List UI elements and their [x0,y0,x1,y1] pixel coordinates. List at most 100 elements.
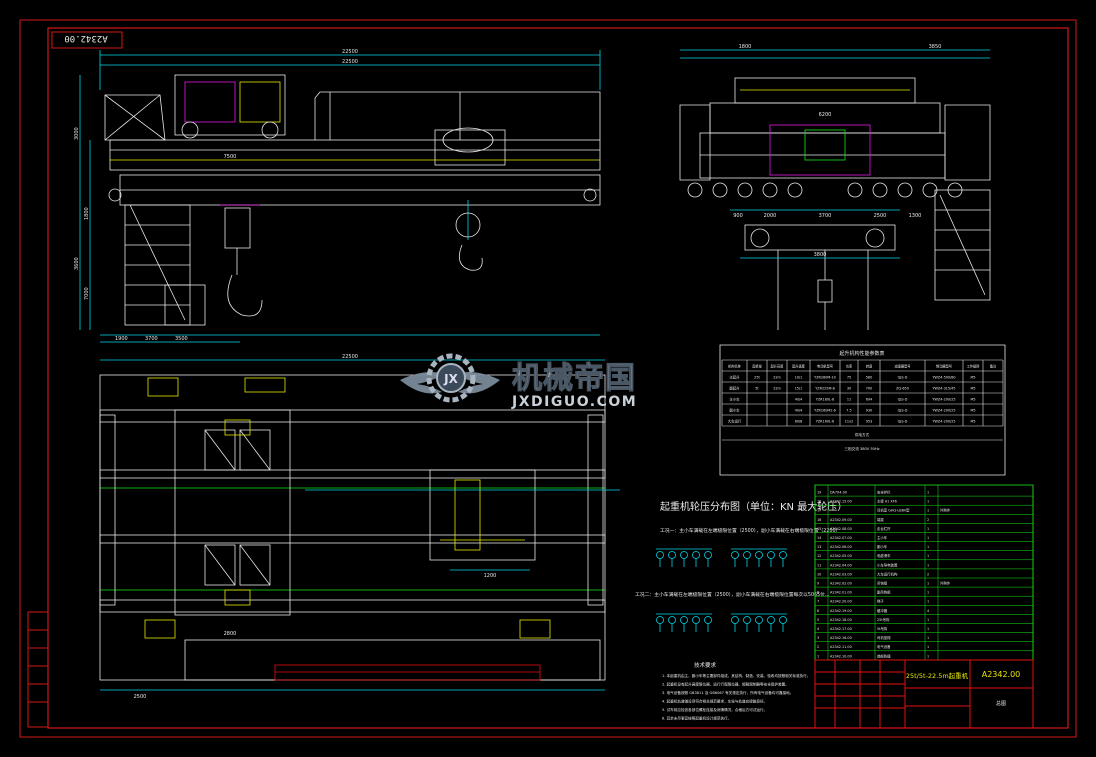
wheel-load-marker [704,551,712,567]
params-cell: 80/8 [795,420,803,424]
parts-cell: 副小车 [877,544,888,549]
params-cell: QJS-D [898,420,908,424]
dim-plan-w3: 2800 [224,631,237,637]
params-cell: 22m [773,376,781,380]
tech-notes: 技术要求 1. 本起重机由主、副小车等主要部件组成，其结构、制造、安装、验收均按… [662,661,810,721]
params-footer-value: 三相交流 380V 50Hz [844,446,879,451]
wheel-load-marker [767,616,775,632]
svg-text:JX: JX [443,372,458,386]
params-table: 起升机构性能参数表 机构名称起重量起升高度起升速度电动机型号功率转速减速器型号制… [719,344,1006,476]
parts-cell: 2 [817,645,819,649]
parts-cell: 4 [817,627,819,631]
params-cell: 副起升 [729,386,740,391]
parts-cell: A2342.04.00 [830,563,852,567]
params-footer-label: 供电方式 [855,432,870,437]
dim-front-b3: 3500 [175,336,188,342]
parts-cell: 1 [927,618,929,622]
tech-note-line: 3. 电气设备按照 GB3811 及 GB6067 有关规定执行，所有电气设备均… [662,690,793,695]
parts-cell: 主梁 A1 XF6 [877,499,897,504]
wheel-load-marker [656,616,664,632]
wheel-load-marker [743,616,751,632]
params-cell: 副小车 [729,408,740,413]
dim-plan-w1: 2500 [134,694,147,700]
parts-cell: 1 [927,627,929,631]
tech-note-line: 5. 试车前应检查各部位螺栓连接及润滑情况，合格后方可试运行。 [662,707,767,712]
parts-cell: 12 [817,554,821,558]
wheel-load-marker [731,551,739,567]
dim-hook-width: 3800 [814,252,827,258]
params-cell: QJS-D [898,376,908,380]
parts-cell: A2342.05.00 [830,554,852,558]
parts-cell: 司机室 GHQ-LBBV型 [877,508,910,513]
wheel-markers-case-one [656,548,787,567]
params-cell: 22m [773,387,781,391]
parts-cell: A2342.01.00 [830,591,852,595]
parts-cell: 17 [817,509,821,513]
params-cell: ZQ-650 [896,387,909,391]
parts-cell: A2342.10.00 [830,654,852,658]
wheel-load-marker [704,616,712,632]
parts-cell: 4 [927,609,929,613]
params-header-cell: 起升速度 [792,364,806,369]
wheel-load-title: 起重机轮压分布图（单位：KN 最大轮压） [660,500,847,513]
parts-cell: 7 [817,600,819,604]
params-cell: 580 [866,376,872,380]
parts-cell: 1 [927,654,929,658]
parts-cell: 6 [817,609,819,613]
params-cell: YWZ4-200/25 [932,409,955,413]
params-header-cell: 起重量 [752,364,762,369]
parts-cell: 1 [927,491,929,495]
params-header-cell: 减速器型号 [895,364,911,369]
params-cell: YWZ4-200/25 [932,420,955,424]
parts-cell: 3 [817,636,819,640]
dim-side-mid: 6200 [819,112,832,118]
dim-side-b5: 1300 [909,213,922,219]
params-cell: 930 [866,409,872,413]
plan-view [99,359,620,691]
params-cell: YZR180L-8 [816,398,834,402]
params-cell: YZR160M2-6 [814,409,836,413]
parts-cell: A2342.02.00 [830,582,852,586]
params-cell: 25t [754,376,760,380]
wheel-markers-case-two [656,613,787,632]
wheel-load-marker [656,551,664,567]
params-cell: M5 [970,387,975,391]
params-cell: 15/1 [795,387,803,391]
title-block: 25t/5t-22.5m起重机 A2342.00 总图 [814,659,1034,729]
params-cell: YWZ4-315/45 [932,387,955,391]
side-elevation-view [679,49,991,330]
jxdiguo-watermark-logo: JX 机械帝国 JXDIGUO.COM [400,353,636,410]
params-cell: 主起升 [729,375,740,380]
dim-front-span: 22500 [342,59,358,65]
parts-cell: 15 [817,527,821,531]
sheet-border-outer [19,19,1077,738]
parts-cell: A2342.08.00 [830,527,852,531]
dim-plan-w2: 1200 [484,573,497,579]
dim-front-h1: 3000 [74,127,80,140]
wheel-load-marker [680,551,688,567]
wheel-load-marker [755,616,763,632]
code-stamp-text: A2342.00 [64,33,107,43]
title-block-small: 总图 [996,700,1006,707]
parts-cell: 2 [927,572,929,576]
parts-cell: 8 [817,591,819,595]
wheel-load-marker [767,551,775,567]
parts-cell: A2342.15.00 [830,500,852,504]
title-block-code: A2342.00 [982,670,1021,679]
parts-cell: 14 [817,536,821,540]
parts-cell: 端部防撞 [877,653,891,658]
parts-cell: DA7X4.00 [830,491,847,495]
parts-cell: A2342.11.00 [830,645,852,649]
dim-side-b4: 2500 [874,213,887,219]
side-dimension-labels: 1800 3850 6200 900 2000 3700 2500 1300 3… [733,44,941,258]
dim-plan-span: 22500 [342,354,358,360]
wheel-load-marker [668,551,676,567]
dim-front-b2: 3700 [145,336,158,342]
parts-cell: 大车运行机构 [877,571,898,576]
params-cell: 7.5 [846,409,851,413]
parts-cell: 18 [817,500,821,504]
parts-cell: 1 [927,582,929,586]
params-header-cell: 功率 [846,364,853,369]
